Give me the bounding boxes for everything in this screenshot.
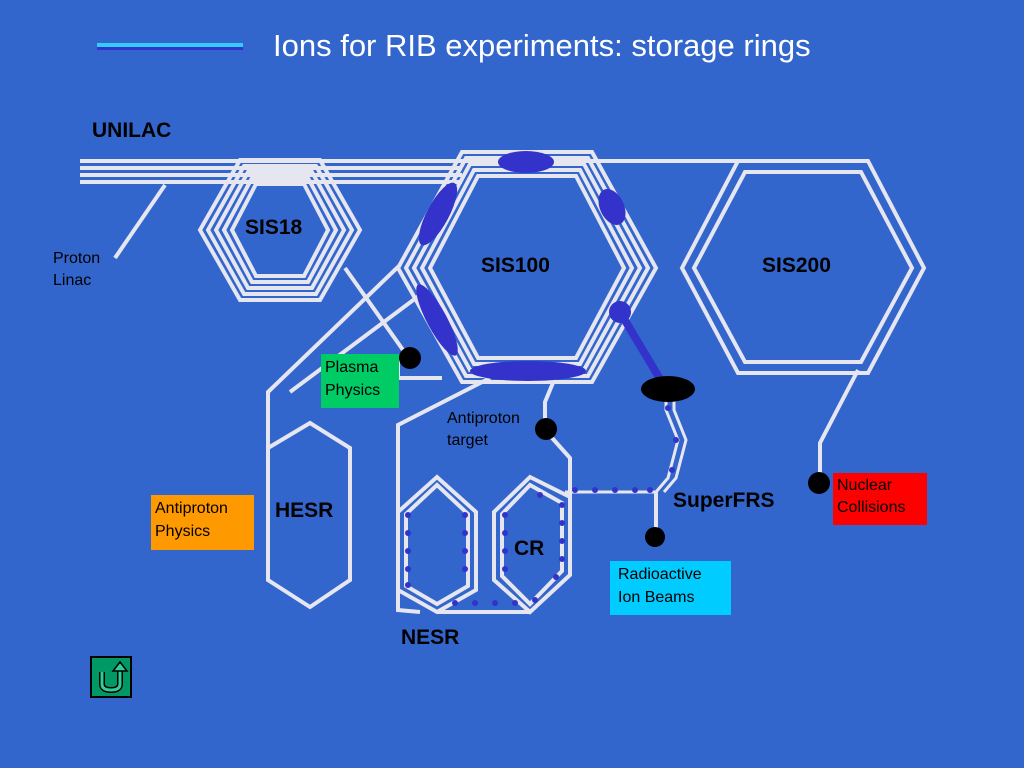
title-accent-bar — [97, 43, 243, 51]
nesr-label: NESR — [401, 626, 460, 649]
ion-path-dots — [405, 405, 679, 606]
hesr-transfer-line — [266, 263, 402, 448]
proton-linac-line — [113, 183, 167, 260]
radioactive-beams-target — [645, 527, 665, 547]
hesr-label: HESR — [275, 499, 334, 522]
sis200-label: SIS200 — [762, 254, 831, 277]
superfrs-label: SuperFRS — [673, 489, 775, 512]
unilac-beamline — [80, 159, 864, 184]
nesr-transfer-line — [288, 293, 422, 394]
page-title: Ions for RIB experiments: storage rings — [273, 28, 811, 63]
unilac-label: UNILAC — [92, 119, 172, 142]
cr-label: CR — [514, 537, 545, 560]
superfrs-target — [641, 376, 695, 402]
sis100-ring — [395, 150, 659, 384]
sis18-label: SIS18 — [245, 216, 303, 239]
nesr-ring — [396, 474, 478, 615]
u-turn-return-icon — [99, 660, 129, 694]
hesr-ring — [266, 420, 352, 610]
sis18-plasma-line — [343, 266, 410, 359]
nuclear-collisions-target — [808, 472, 830, 494]
sis18-ring — [197, 158, 363, 302]
proton-linac-label: Proton Linac — [53, 250, 101, 289]
superfrs-extraction-line — [616, 309, 667, 387]
plasma-physics-box: Plasma Physics — [321, 354, 399, 408]
antiproton-target-label: Antiproton target — [447, 410, 520, 449]
sis200-ring — [679, 159, 927, 375]
cr-ring — [492, 474, 572, 615]
sis100-label: SIS100 — [481, 254, 550, 277]
nuclear-collisions-line — [818, 369, 860, 480]
radioactive-ion-beams-box: Radioactive Ion Beams — [610, 561, 731, 615]
antiproton-target — [535, 418, 557, 440]
return-button[interactable] — [90, 656, 132, 698]
plasma-physics-target — [399, 347, 421, 369]
antiproton-physics-box: Antiproton Physics — [151, 495, 254, 550]
nuclear-collisions-box: Nuclear Collisions — [833, 473, 927, 525]
